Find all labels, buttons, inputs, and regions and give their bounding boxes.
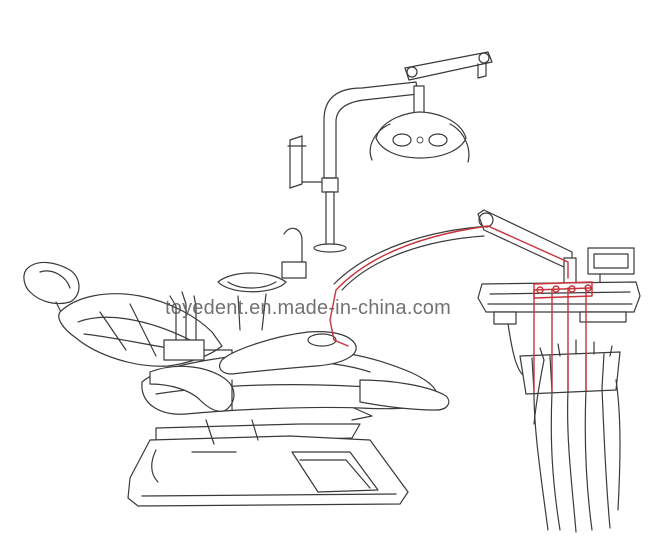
chair-seat [141, 331, 450, 421]
watermark-text: toyedent.en.made-in-china.com [165, 297, 451, 319]
assistant-instruments [163, 291, 233, 369]
cuspidor [217, 227, 307, 331]
operating-light [313, 51, 493, 253]
water-tubing-highlight [329, 225, 593, 393]
side-monitor [287, 135, 323, 189]
chair-base [127, 419, 409, 507]
delivery-tray [477, 281, 641, 395]
delivery-arm [333, 209, 635, 291]
instrument-hoses [533, 359, 621, 533]
